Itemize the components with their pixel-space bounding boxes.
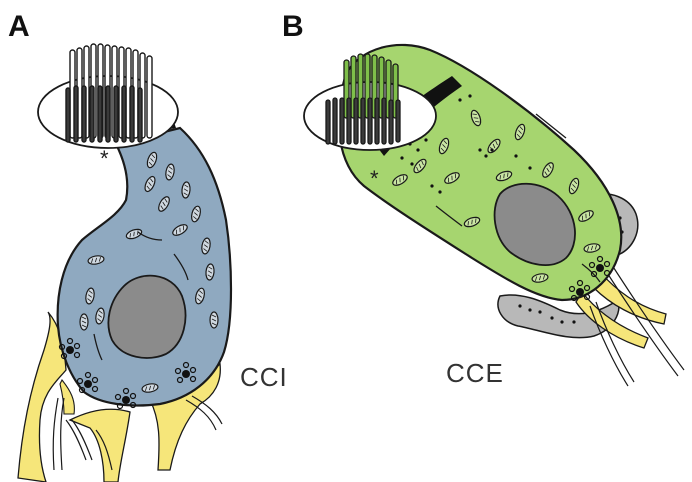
asterisk-marker-b: * [370,166,379,192]
panel-label-b: B [282,10,304,44]
inner-hair-cell [18,44,231,482]
cell-label-cci: CCI [240,362,288,393]
efferent-fibers-a [53,396,222,470]
inner-hair-cell-body [58,128,231,406]
outer-hair-cell [304,45,684,386]
stereocilia-bundle-a [38,44,178,148]
cell-label-cce: CCE [446,358,504,389]
panel-label-a: A [8,10,30,44]
asterisk-marker-a: * [100,146,109,172]
